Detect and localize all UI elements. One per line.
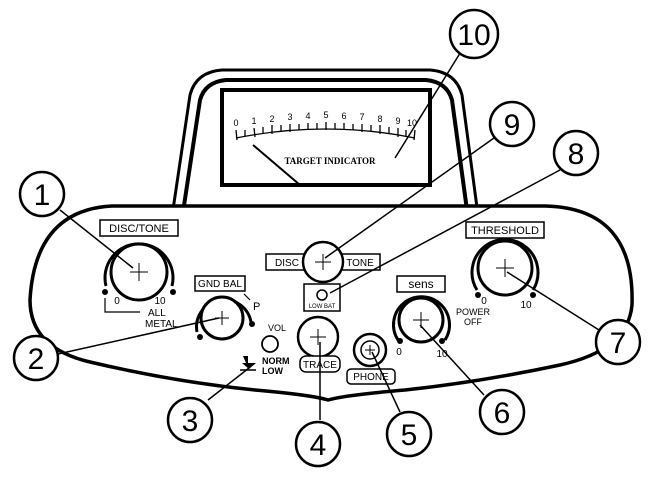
- callout-leaders: [57, 49, 600, 420]
- sens-knob-group: sens 0 10: [392, 275, 451, 360]
- meter-scale-0: 0: [233, 118, 238, 128]
- low-bat-group: LOW BAT: [303, 283, 341, 312]
- meter-scale-1: 1: [251, 116, 256, 126]
- vol-low: LOW: [262, 366, 283, 376]
- meter-scale-ticks: [235, 122, 416, 141]
- meter-scale-7: 7: [359, 112, 364, 122]
- meter-scale-5: 5: [323, 110, 328, 120]
- vol-arrow-icon: [242, 356, 256, 369]
- callout-9: 9: [488, 100, 536, 148]
- disc-tone-min: 0: [114, 296, 120, 307]
- callout-7: 7: [594, 318, 642, 366]
- callout-1: 1: [18, 170, 66, 218]
- threshold-max: 10: [520, 300, 532, 311]
- svg-text:9: 9: [504, 109, 521, 142]
- svg-text:10: 10: [457, 19, 490, 52]
- sens-label: sens: [408, 277, 433, 291]
- vol-switch-group: VOL NORM LOW: [240, 323, 290, 376]
- callout-markers: 1 2 3 4 5 6 7 8: [12, 8, 642, 468]
- meter-housing: [168, 68, 482, 233]
- vol-label: VOL: [268, 323, 286, 333]
- meter-needle: [252, 144, 301, 186]
- threshold-min: 0: [481, 296, 487, 307]
- sens-min: 0: [396, 347, 402, 358]
- disc-switch-label: DISC: [275, 258, 299, 269]
- vol-norm: NORM: [262, 356, 290, 366]
- sens-max: 10: [436, 349, 448, 360]
- callout-2: 2: [12, 334, 60, 382]
- meter-scale-4: 4: [305, 111, 310, 121]
- all-metal-label-2: METAL: [145, 319, 178, 330]
- svg-text:5: 5: [401, 419, 418, 452]
- tone-switch-label: TONE: [346, 258, 374, 269]
- disc-tone-max: 10: [154, 296, 166, 307]
- power-off-label-2: OFF: [464, 317, 482, 327]
- svg-text:4: 4: [310, 429, 327, 462]
- meter-scale-labels: 0 1 2 3 4 5 6 7 8 9 10: [233, 110, 417, 128]
- meter-scale-2: 2: [269, 114, 274, 124]
- gnd-bal-knob-group: GND BAL P: [194, 275, 260, 341]
- meter-scale-10: 10: [407, 118, 417, 128]
- gnd-bal-p: P: [253, 301, 260, 313]
- trace-button-group: TRACE: [296, 315, 341, 373]
- callout-5: 5: [385, 410, 433, 458]
- svg-text:1: 1: [34, 179, 51, 212]
- callout-6: 6: [478, 388, 526, 436]
- power-off-label-1: POWER: [456, 307, 491, 317]
- svg-text:8: 8: [568, 138, 585, 171]
- callout-4: 4: [294, 420, 342, 468]
- callout-3: 3: [166, 396, 214, 444]
- phone-label: PHONE: [353, 372, 389, 383]
- svg-text:7: 7: [610, 327, 627, 360]
- meter-window: [220, 88, 432, 187]
- low-bat-led: [316, 289, 328, 301]
- threshold-knob-group: THRESHOLD 0 10 POWER OFF: [456, 221, 545, 327]
- all-metal-label-1: ALL: [148, 308, 166, 319]
- svg-text:2: 2: [28, 343, 45, 376]
- svg-text:3: 3: [182, 405, 199, 438]
- callout-8: 8: [552, 129, 600, 177]
- meter-scale-8: 8: [377, 114, 382, 124]
- meter-scale-9: 9: [395, 116, 400, 126]
- disc-tone-label: DISC/TONE: [109, 223, 169, 235]
- meter-label: TARGET INDICATOR: [284, 156, 376, 166]
- gnd-bal-label: GND BAL: [198, 279, 242, 290]
- svg-text:6: 6: [494, 397, 511, 430]
- meter-scale-6: 6: [341, 111, 346, 121]
- callout-10: 10: [448, 8, 500, 60]
- phone-jack-group: PHONE: [346, 332, 396, 385]
- vol-switch[interactable]: [261, 335, 279, 353]
- low-bat-label: LOW BAT: [309, 304, 336, 310]
- threshold-label: THRESHOLD: [471, 225, 539, 237]
- meter-scale-3: 3: [287, 112, 292, 122]
- disc-tone-knob-group: DISC/TONE 0 10 ALL METAL: [99, 219, 179, 330]
